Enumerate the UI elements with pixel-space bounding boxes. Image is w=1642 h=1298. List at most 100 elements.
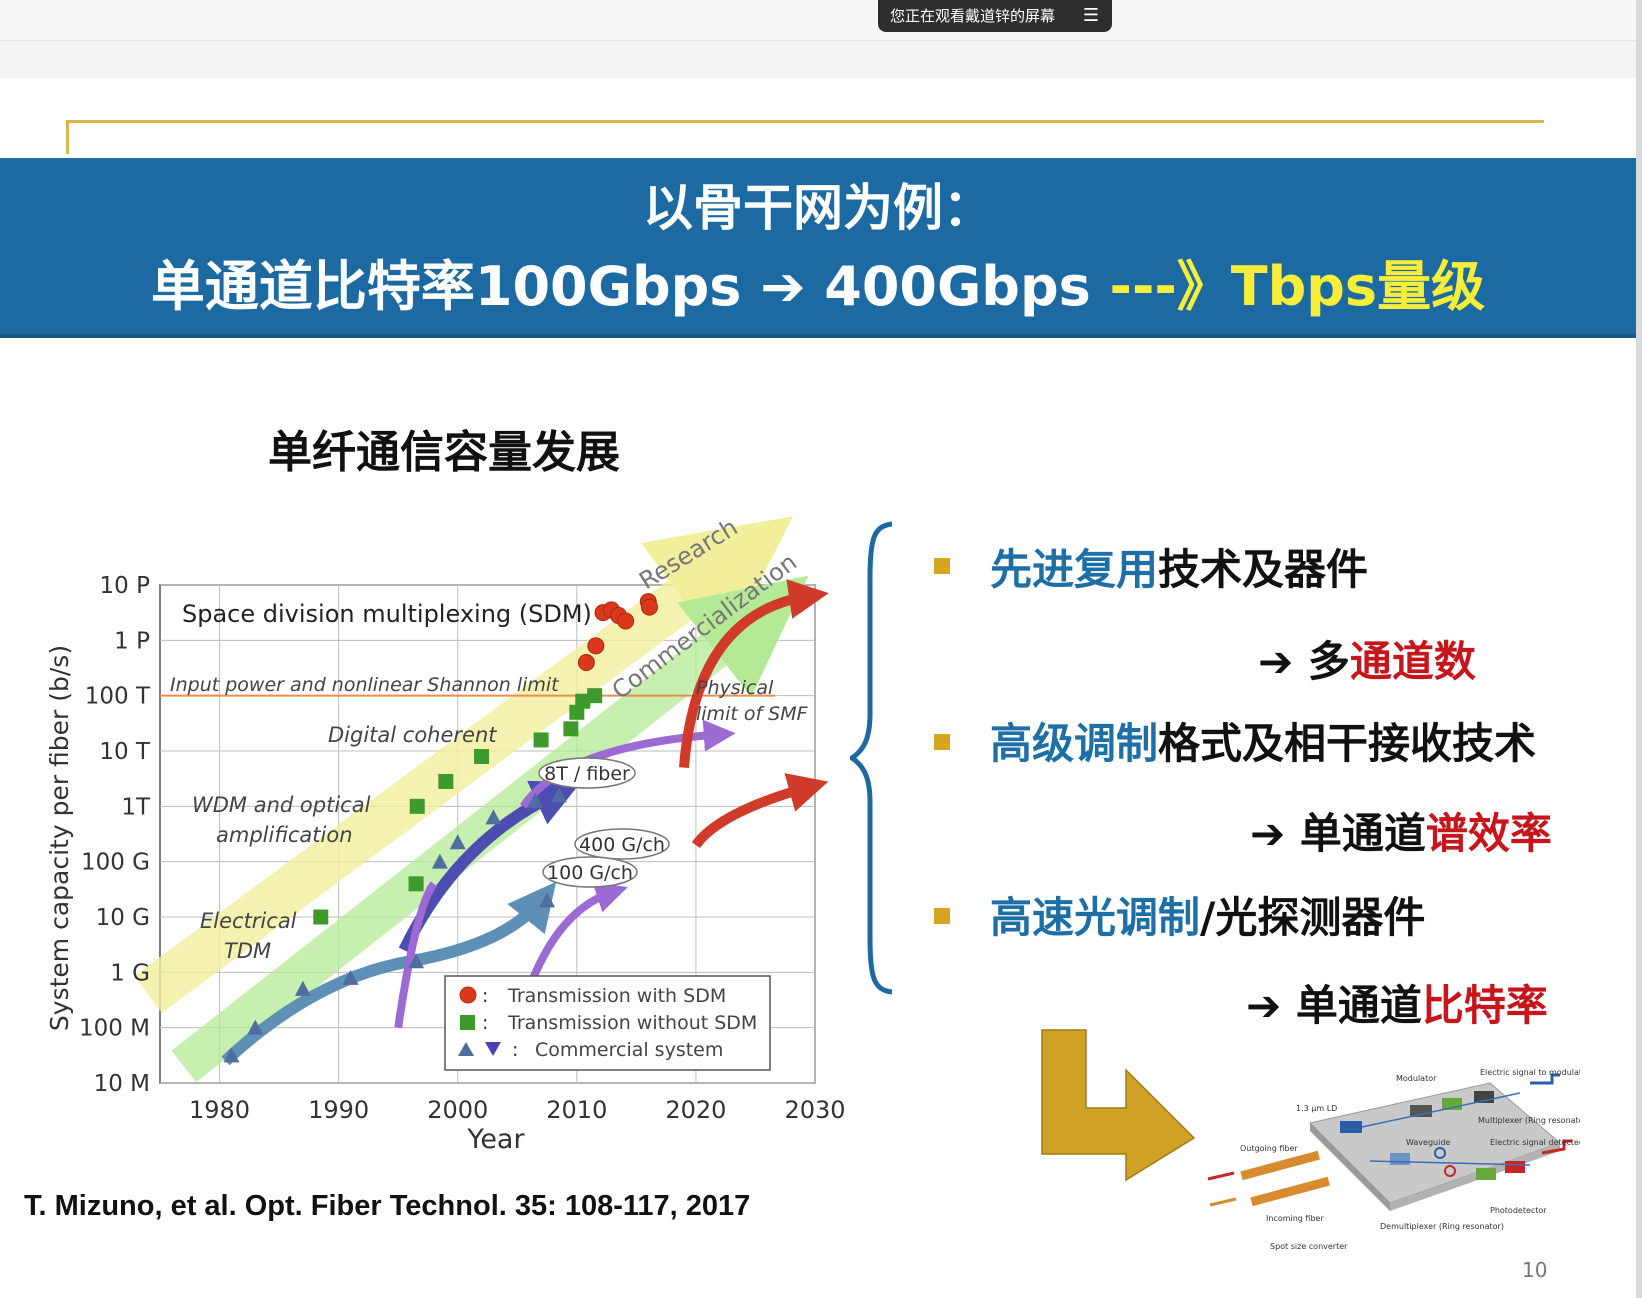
commercial-point: [431, 853, 448, 869]
no-sdm-point: [409, 798, 425, 814]
label-physical-2: limit of SMF: [696, 703, 809, 725]
bent-arrow-icon: [1041, 1029, 1196, 1182]
label-digital-coherent: Digital coherent: [328, 723, 497, 747]
svg-text::: :: [512, 1039, 518, 1061]
commercialization-band: [171, 575, 809, 1083]
legend-item-commercial: Commercial system: [535, 1039, 723, 1061]
photonic-chip-diagram: Modulator Electric signal to modulate 1.…: [1207, 1068, 1580, 1251]
capacity-chart: 1980 1990 2000 2010 2020 2030 10 M 100 M 1 G 10 G…: [45, 513, 846, 1155]
commercial-point: [408, 953, 425, 969]
y-tick-label: 1T: [121, 794, 151, 820]
screen-share-label: 您正在观看戴道锌的屏幕: [890, 7, 1056, 25]
bullet-marker-3: [934, 908, 950, 924]
trend-arrows: [221, 579, 829, 1066]
citation: T. Mizuno, et al. Opt. Fiber Technol. 35…: [24, 1190, 751, 1222]
arrow-right-icon: ➔: [1258, 637, 1294, 686]
bullet-3: 高速光调制/光探测器件: [990, 893, 1426, 942]
chip-label-photodetector: Photodetector: [1490, 1206, 1547, 1215]
svg-text:100 G/ch: 100 G/ch: [547, 862, 633, 884]
banner-line-2-white: 单通道比特率100Gbps ➔ 400Gbps: [150, 255, 1110, 318]
slide: 以骨干网为例： 单通道比特率100Gbps ➔ 400Gbps ---》Tbps…: [0, 78, 1636, 1298]
bullet-1: 先进复用技术及器件: [990, 545, 1369, 594]
y-tick-label: 100 T: [85, 684, 151, 710]
commercial-point: [449, 834, 466, 850]
y-tick-label: 100 M: [79, 1016, 150, 1042]
commercial-point: [247, 1019, 264, 1035]
legend: : Transmission with SDM : Transmission w…: [444, 975, 771, 1071]
x-tick-label: 2030: [784, 1096, 845, 1124]
svg-text:400 G/ch: 400 G/ch: [579, 834, 665, 856]
legend-item-sdm: Transmission with SDM: [507, 985, 726, 1007]
label-sdm: Space division multiplexing (SDM): [182, 600, 592, 628]
bullet-2: 高级调制格式及相干接收技术: [990, 719, 1537, 768]
chip-label-elec-mod: Electric signal to modulate: [1480, 1068, 1580, 1077]
no-sdm-point: [563, 721, 579, 737]
sdm-point: [617, 612, 635, 630]
chip-label-modulator: Modulator: [1396, 1074, 1437, 1083]
data-points: [223, 593, 658, 1063]
commercial-point: [342, 969, 359, 985]
y-tick-label: 10 T: [99, 739, 151, 765]
y-tick-label: 10 M: [94, 1071, 150, 1097]
callout-8t: 8T / fiber: [538, 757, 636, 789]
svg-text::: :: [482, 1012, 488, 1034]
x-tick-label: 2010: [546, 1096, 607, 1124]
no-sdm-point: [533, 732, 549, 748]
label-electrical-2: TDM: [224, 939, 271, 963]
title-banner: 以骨干网为例： 单通道比特率100Gbps ➔ 400Gbps ---》Tbps…: [0, 158, 1636, 338]
no-sdm-point: [438, 773, 454, 789]
callout-400g: 400 G/ch: [574, 828, 670, 860]
label-shannon: Input power and nonlinear Shannon limit: [170, 674, 560, 696]
svg-text:8T / fiber: 8T / fiber: [544, 763, 630, 785]
title-rule-tick: [66, 120, 69, 154]
screen-share-bar: 您正在观看戴道锌的屏幕 ☰: [0, 0, 1642, 41]
commercial-point: [550, 787, 567, 803]
result-2: ➔ 单通道谱效率: [1250, 809, 1552, 858]
chip-label-multiplexer: Multiplexer (Ring resonator): [1478, 1116, 1580, 1125]
arrow-right-icon: ➔: [1246, 981, 1282, 1030]
x-tick-label: 1990: [308, 1096, 369, 1124]
x-axis-label: Year: [466, 1124, 525, 1155]
y-tick-label: 10 G: [96, 905, 150, 931]
list-icon[interactable]: ☰: [1082, 5, 1100, 26]
label-wdm-2: amplification: [216, 823, 353, 847]
banner-line-2: 单通道比特率100Gbps ➔ 400Gbps ---》Tbps量级: [0, 254, 1636, 320]
label-physical-1: Physical: [696, 677, 774, 699]
y-tick-label: 1 P: [114, 628, 150, 654]
commercial-point: [539, 892, 556, 908]
x-tick-label: 2020: [665, 1096, 726, 1124]
result-1: ➔ 多通道数: [1258, 637, 1476, 686]
callout-100g: 100 G/ch: [542, 856, 638, 888]
sdm-future-arrow: [679, 579, 829, 768]
commercial-point: [294, 980, 311, 996]
page-number: 10: [1522, 1258, 1548, 1282]
y-axis-label: System capacity per fiber (b/s): [45, 645, 74, 1031]
no-sdm-point: [474, 749, 490, 765]
chip-label-spot: Spot size converter: [1270, 1242, 1348, 1251]
chip-label-incoming: Incoming fiber: [1266, 1214, 1324, 1223]
banner-line-1: 以骨干网为例：: [643, 179, 993, 237]
no-sdm-point: [575, 693, 591, 709]
sdm-point: [640, 598, 658, 616]
screen-share-indicator[interactable]: 您正在观看戴道锌的屏幕 ☰: [878, 0, 1112, 32]
title-rule: [66, 120, 1544, 123]
no-sdm-point: [408, 876, 424, 892]
no-sdm-point: [587, 688, 603, 704]
legend-item-no-sdm: Transmission without SDM: [507, 1012, 757, 1034]
x-tick-label: 2000: [427, 1096, 488, 1124]
chip-label-elec-det: Electric signal detected: [1490, 1138, 1580, 1147]
chip-label-demux: Demultiplexer (Ring resonator): [1380, 1222, 1504, 1231]
commercial-point: [527, 792, 544, 808]
no-sdm-point: [313, 909, 329, 925]
label-wdm-1: WDM and optical: [192, 793, 371, 817]
coherent-arrow-tail: [394, 881, 438, 1029]
chart-title: 单纤通信容量发展: [268, 427, 620, 478]
ch-400g-future-arrow: [691, 773, 829, 849]
y-tick-label: 1 G: [110, 960, 150, 986]
x-tick-label: 1980: [189, 1096, 250, 1124]
commercial-point: [223, 1047, 240, 1063]
sdm-point: [587, 637, 605, 655]
chip-label-waveguide: Waveguide: [1406, 1138, 1450, 1147]
chip-label-ld: 1.3 μm LD: [1296, 1104, 1337, 1113]
curly-brace: [850, 521, 893, 995]
